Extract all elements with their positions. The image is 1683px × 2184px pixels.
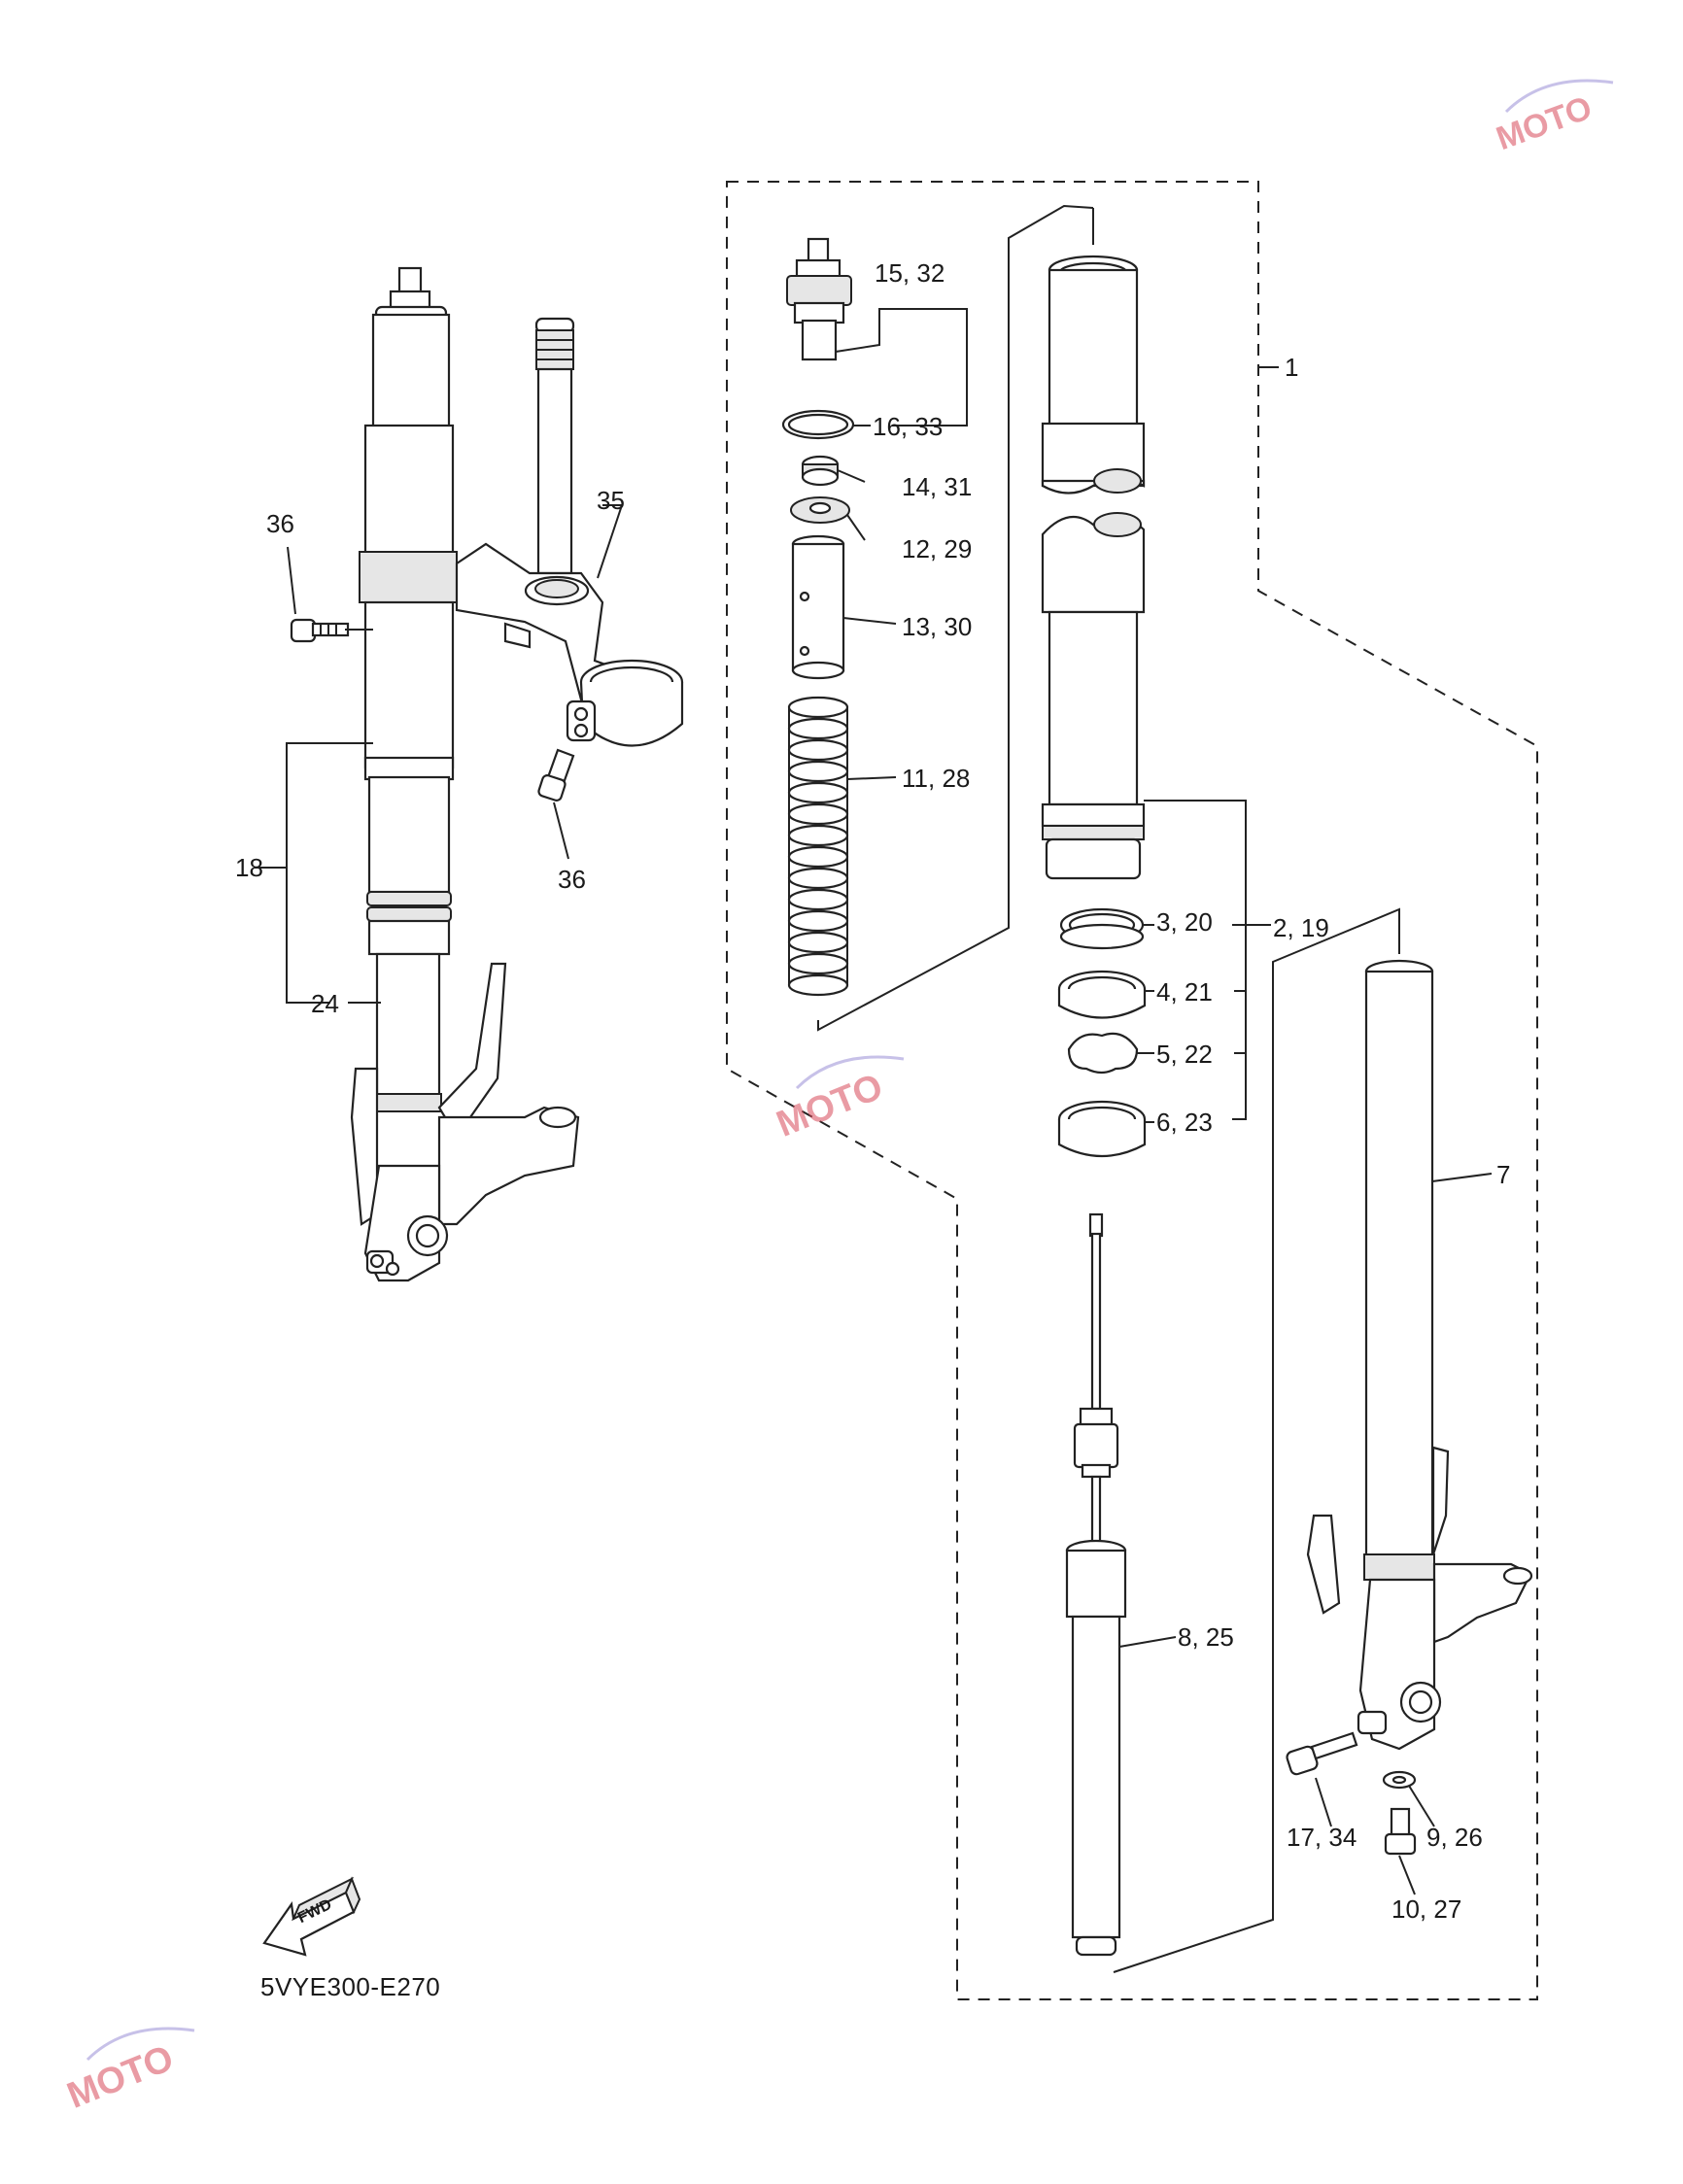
callout-16-33: 16, 33: [873, 412, 944, 441]
callout-36-lower: 36: [558, 865, 586, 894]
diagram-code: 5VYE300-E270: [260, 1972, 441, 2001]
callout-18: 18: [235, 853, 263, 882]
callout-12-29: 12, 29: [902, 534, 973, 563]
watermark-logo-middle: MOTO: [748, 1030, 943, 1156]
inner-tube: [1306, 959, 1533, 1751]
assembled-fork: [290, 266, 684, 1282]
bottom-bolts: [1286, 1731, 1417, 1856]
bolt-36-upper: [290, 618, 350, 643]
watermark-logo-bottom: MOTO: [39, 2001, 233, 2128]
outer-tube: [1041, 255, 1146, 880]
seal-kit: [1057, 907, 1147, 1158]
svg-text:MOTO: MOTO: [1492, 89, 1597, 157]
callout-11-28: 11, 28: [902, 764, 971, 793]
callout-10-27: 10, 27: [1391, 1894, 1462, 1924]
damper-rod: [1065, 1212, 1127, 1957]
callout-8-25: 8, 25: [1178, 1622, 1234, 1652]
callout-5-22: 5, 22: [1156, 1040, 1213, 1069]
svg-text:MOTO: MOTO: [772, 1066, 889, 1144]
callout-7: 7: [1496, 1160, 1511, 1189]
callout-15-32: 15, 32: [875, 258, 945, 288]
fwd-arrow-icon: [262, 1876, 361, 1957]
bolt-36-lower: [537, 748, 575, 802]
cartridge-parts: [781, 237, 855, 997]
callout-3-20: 3, 20: [1156, 907, 1213, 937]
callout-24: 24: [311, 989, 339, 1018]
callout-4-21: 4, 21: [1156, 977, 1213, 1007]
callout-2-19: 2, 19: [1273, 913, 1329, 942]
callout-13-30: 13, 30: [902, 612, 973, 641]
callout-35: 35: [597, 486, 625, 515]
watermark-logo-top: MOTO: [1467, 53, 1652, 160]
callout-9-26: 9, 26: [1426, 1823, 1483, 1852]
callout-1: 1: [1285, 353, 1299, 382]
callout-14-31: 14, 31: [902, 472, 973, 501]
fork-spring: [787, 696, 849, 997]
callout-17-34: 17, 34: [1287, 1823, 1357, 1852]
svg-text:MOTO: MOTO: [62, 2037, 180, 2116]
callout-6-23: 6, 23: [1156, 1108, 1213, 1137]
callout-36-upper: 36: [266, 509, 294, 538]
exploded-view-boundary: [726, 181, 1538, 2000]
